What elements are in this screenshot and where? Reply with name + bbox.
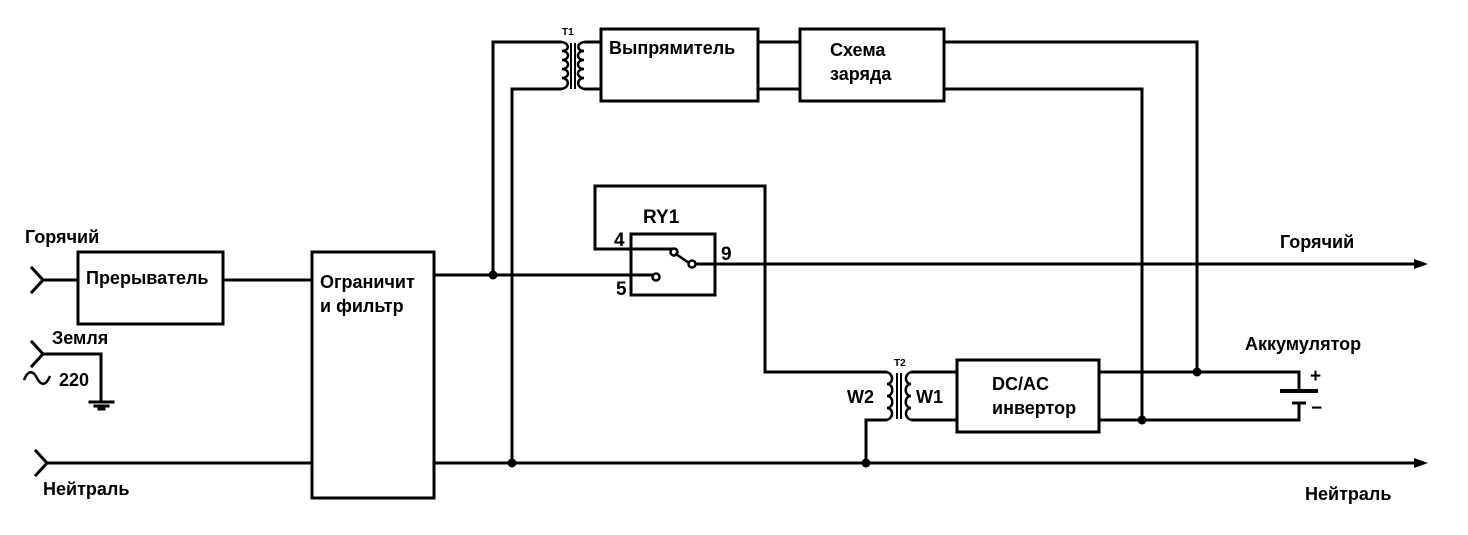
hot-input-terminal	[29, 265, 80, 295]
breaker-label: Прерыватель	[86, 268, 208, 288]
t2-label: T2	[894, 358, 906, 369]
limiter-filter-block	[310, 250, 436, 500]
battery-plus-wire	[1097, 370, 1301, 390]
hot-input-label: Горячий	[25, 227, 99, 247]
hot-output-arrow-icon	[1414, 259, 1428, 269]
t1-primary-neutral-wire	[510, 87, 562, 465]
junction-dot	[1137, 415, 1147, 425]
t1-primary-hot-wire	[491, 40, 562, 277]
voltage-label: 220	[59, 370, 89, 390]
breaker-block	[76, 250, 225, 326]
t2-w2-neutral-wire	[864, 418, 887, 465]
rectifier-label: Выпрямитель	[609, 38, 735, 58]
limiter-label-line2: и фильтр	[320, 296, 404, 316]
charger-plus-wire	[942, 40, 1199, 374]
t1-label: T1	[562, 27, 574, 38]
battery-minus-label: −	[1311, 398, 1322, 419]
relay-label: RY1	[643, 207, 680, 228]
inverter-label-line1: DC/AC	[992, 374, 1049, 394]
neutral-output-label: Нейтраль	[1305, 484, 1391, 504]
relay-pin5-label: 5	[616, 279, 627, 300]
rectifier-block	[599, 27, 760, 103]
charger-minus-wire	[942, 87, 1144, 422]
inverter-block	[955, 358, 1101, 434]
neutral-input-terminal	[33, 448, 314, 478]
transformer-t2-icon	[884, 370, 914, 422]
ground-label: Земля	[52, 328, 108, 348]
relay-pin4-label: 4	[614, 230, 625, 251]
junction-dot	[1192, 367, 1202, 377]
neutral-output-arrow-icon	[1414, 458, 1428, 468]
battery-minus-wire	[1097, 402, 1301, 422]
relay-pin9-label: 9	[721, 244, 732, 265]
ac-wave-icon	[22, 371, 52, 385]
limiter-label-line1: Ограничит	[320, 272, 415, 292]
neutral-input-label: Нейтраль	[43, 479, 129, 499]
inverter-label-line2: инвертор	[992, 398, 1076, 418]
relay-loop-wire	[593, 184, 887, 374]
battery-icon	[1280, 389, 1318, 405]
hot-output-label: Горячий	[1280, 232, 1354, 252]
charger-label-line2: заряда	[830, 64, 892, 84]
charger-block	[798, 27, 946, 103]
ground-input-terminal	[29, 339, 103, 404]
charger-label-line1: Схема	[830, 40, 886, 60]
battery-plus-label: +	[1310, 366, 1321, 387]
battery-label: Аккумулятор	[1245, 334, 1361, 354]
w2-label: W2	[847, 387, 874, 407]
transformer-t1-icon	[559, 40, 587, 91]
w1-label: W1	[916, 387, 943, 407]
relay-switch-icon	[651, 247, 697, 282]
ground-icon	[88, 400, 115, 411]
